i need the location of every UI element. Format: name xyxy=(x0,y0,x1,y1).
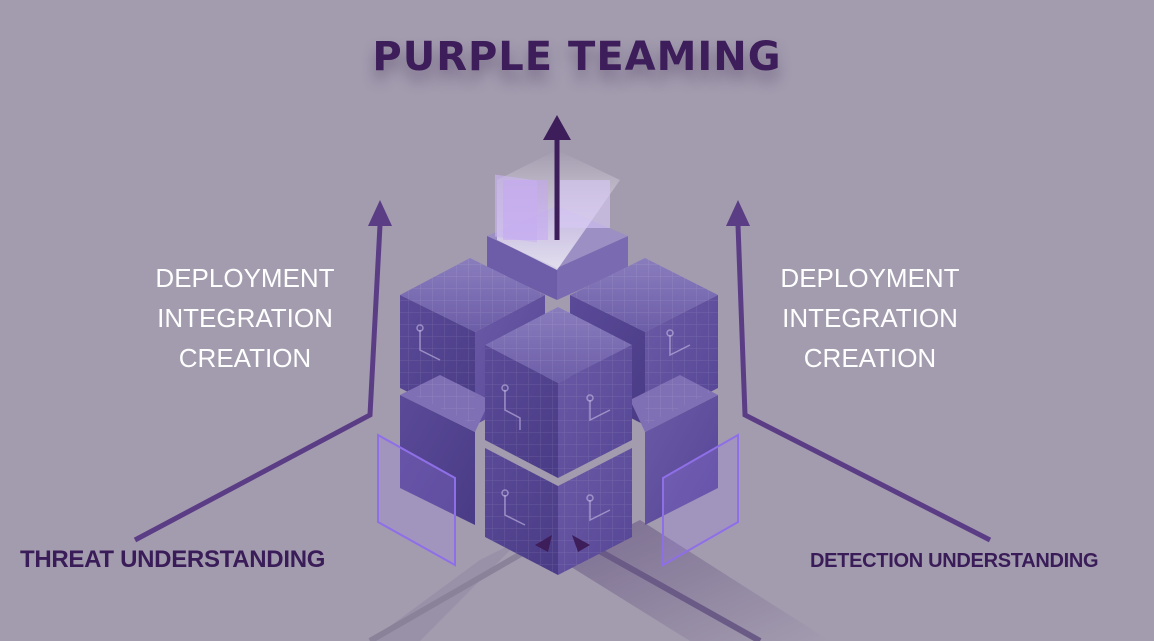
right-steps: DEPLOYMENT INTEGRATION CREATION xyxy=(740,258,1000,378)
arrow-up-icon xyxy=(726,200,750,226)
right-arrow xyxy=(726,200,992,543)
center-arrow xyxy=(543,115,571,240)
right-step-integration: INTEGRATION xyxy=(782,303,958,333)
left-steps: DEPLOYMENT INTEGRATION CREATION xyxy=(115,258,375,378)
right-step-creation: CREATION xyxy=(803,343,937,373)
circuit-cube-icon xyxy=(416,324,691,526)
threat-understanding-label: THREAT UNDERSTANDING xyxy=(20,546,326,573)
arrow-up-icon xyxy=(368,200,392,226)
bottom-arrows xyxy=(535,535,590,552)
cube-stack xyxy=(400,150,718,575)
left-arrow xyxy=(133,200,392,543)
detection-understanding-label: DETECTION UNDERSTANDING xyxy=(810,550,1099,572)
floor-shadows xyxy=(368,520,830,641)
glass-panel-icon xyxy=(377,433,739,567)
right-step-deployment: DEPLOYMENT xyxy=(780,263,960,293)
left-step-creation: CREATION xyxy=(178,343,312,373)
left-step-deployment: DEPLOYMENT xyxy=(155,263,335,293)
arrow-up-icon xyxy=(543,115,571,140)
left-step-integration: INTEGRATION xyxy=(157,303,333,333)
page-title: PURPLE TEAMING xyxy=(372,34,782,80)
